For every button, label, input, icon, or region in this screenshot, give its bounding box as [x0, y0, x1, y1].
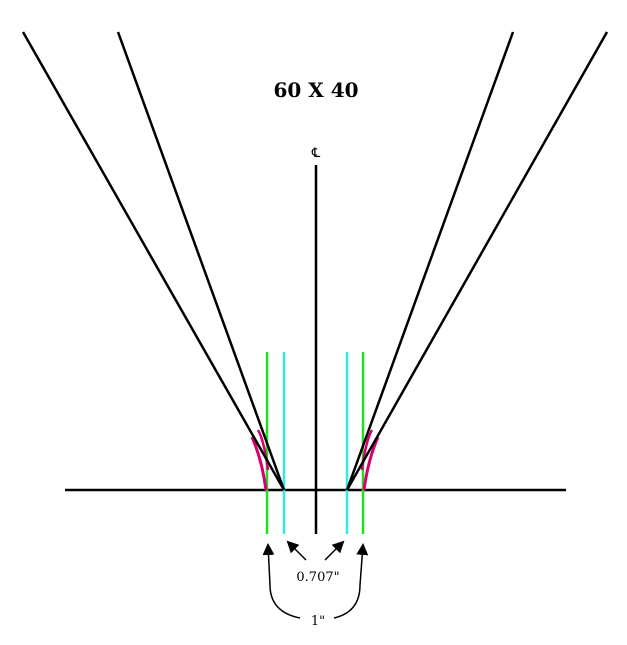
outer-spacing-label: 1"	[311, 614, 325, 629]
left-outer-wall	[21, 31, 286, 491]
left-flare-curve-inner	[256, 429, 270, 471]
outer-left-arrow	[262, 543, 301, 619]
centerline-label: ℄	[311, 146, 321, 161]
outer-right-arrow	[333, 543, 369, 619]
diagram-title: 60 X 40	[273, 78, 358, 102]
left-flare-curve	[250, 436, 268, 491]
inner-left-arrow	[286, 540, 307, 561]
right-outer-wall	[345, 31, 609, 491]
inner-spacing-label: 0.707"	[296, 570, 339, 585]
right-flare-curve-inner	[360, 429, 374, 471]
left-inner-wall	[116, 31, 286, 491]
right-flare-curve	[362, 436, 380, 491]
inner-right-arrow	[324, 540, 345, 561]
right-inner-wall	[345, 31, 515, 491]
